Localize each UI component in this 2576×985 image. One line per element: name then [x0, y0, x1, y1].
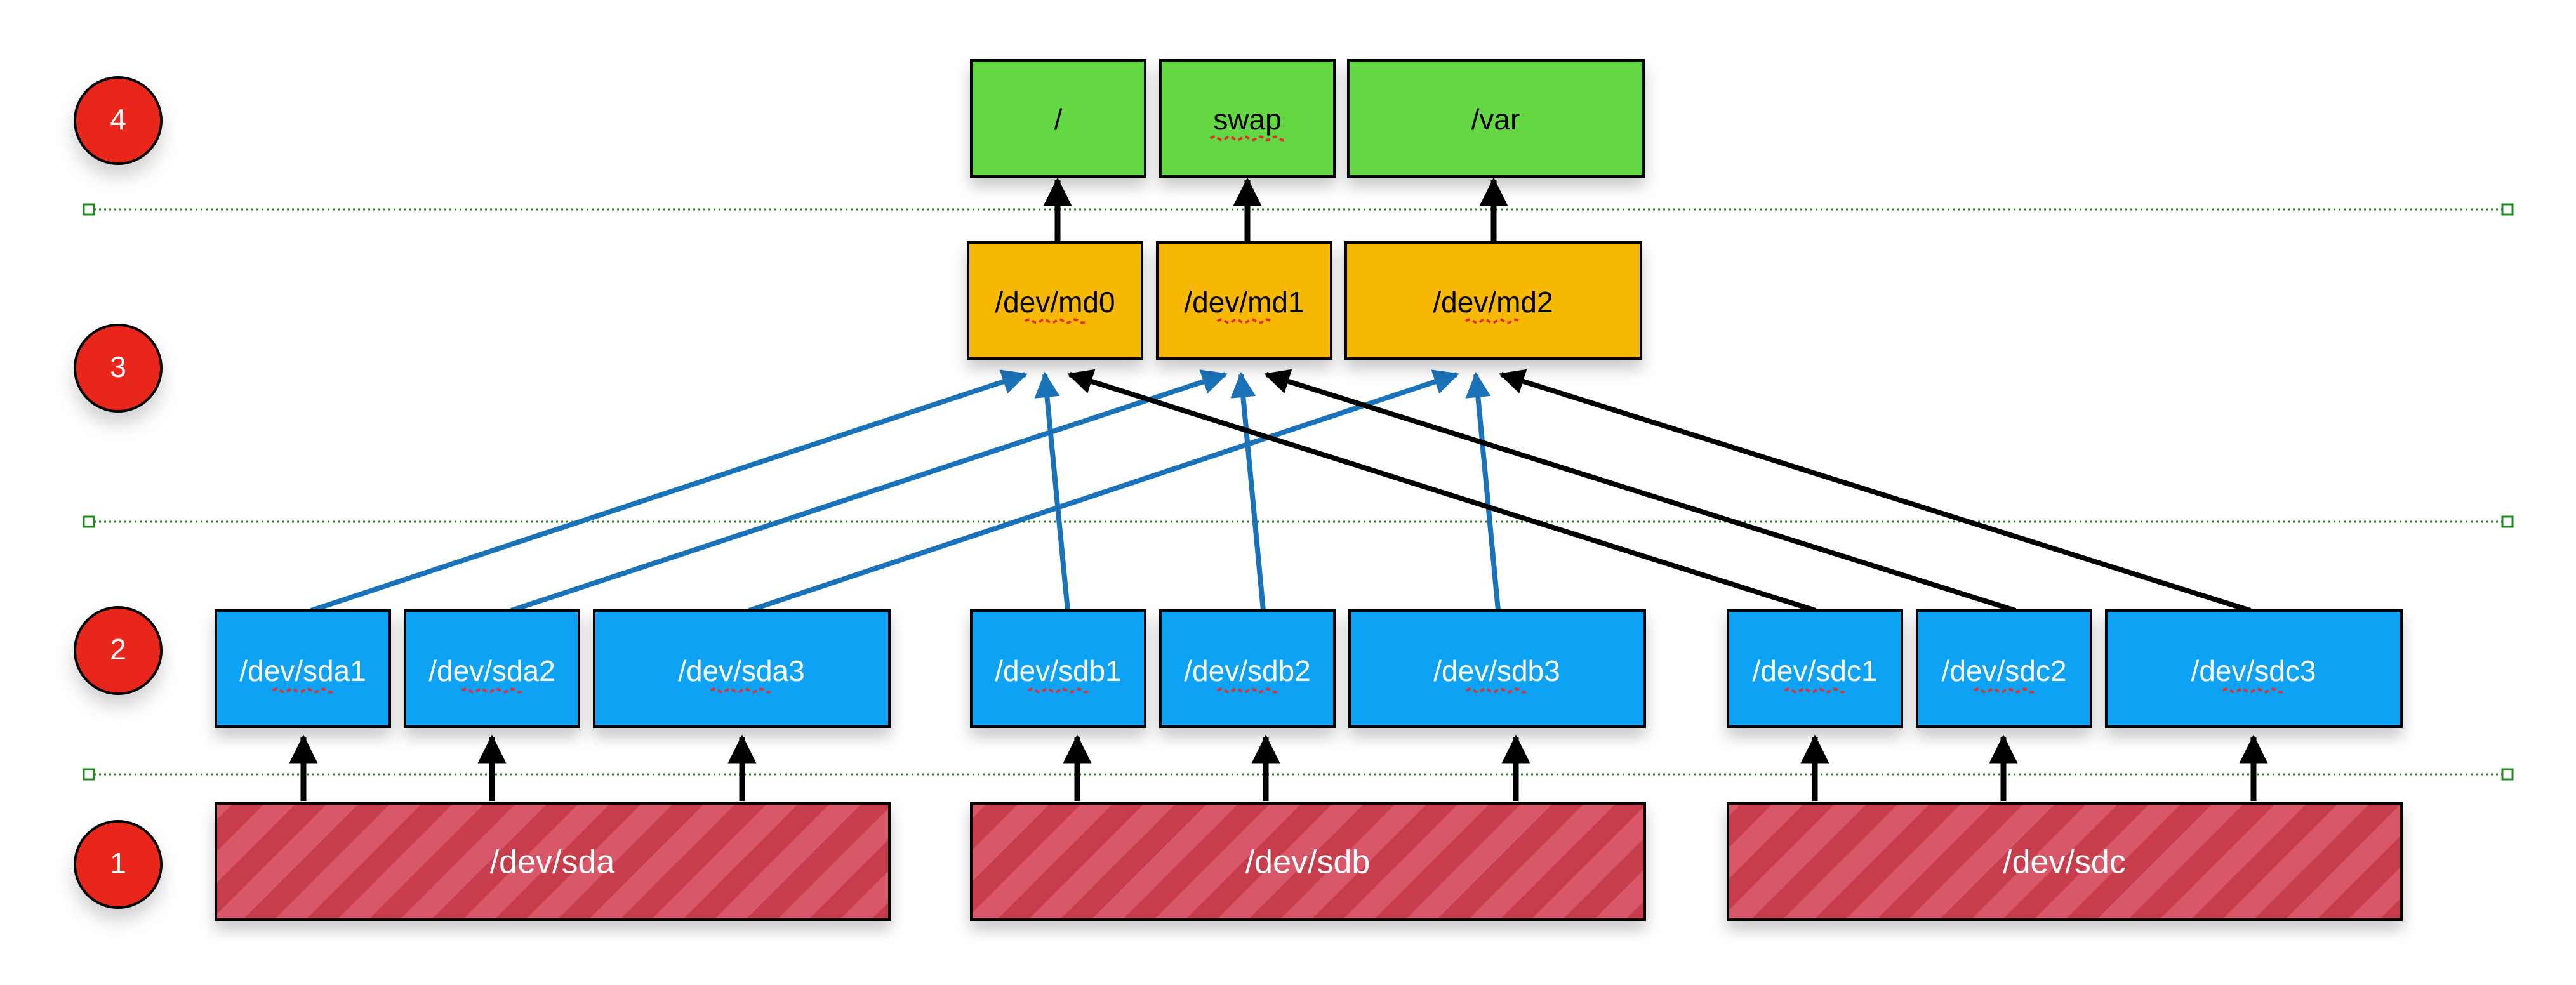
disk-sda[interactable]: /dev/sda [215, 802, 891, 921]
arrow-sda1-md0 [310, 369, 1028, 613]
spellcheck-underline [1216, 687, 1280, 694]
filesystem-swap[interactable]: swap [1159, 59, 1336, 178]
spellcheck-underline [1216, 318, 1272, 324]
spellcheck-underline [1973, 687, 2036, 694]
partition-sdb2[interactable]: /dev/sdb2 [1159, 609, 1336, 728]
filesystem-label: /var [1471, 103, 1520, 136]
level-badge-1: 1 [74, 820, 163, 909]
partition-label: /dev/sdc3 [2191, 654, 2316, 687]
partition-layer: /dev/sda1 /dev/sda2 /dev/sda3 /dev/sdb1 … [215, 609, 2403, 728]
filesystem-layer: / swap /var [970, 59, 1645, 178]
partition-sdb1[interactable]: /dev/sdb1 [970, 609, 1146, 728]
level-badge-label: 2 [110, 633, 126, 666]
level-badge-2: 2 [74, 606, 163, 695]
filesystem-label: swap [1213, 103, 1281, 136]
spellcheck-underline [1024, 318, 1087, 324]
partition-to-raid-arrows [310, 369, 2252, 613]
partition-label: /dev/sdb1 [995, 654, 1121, 687]
spellcheck-underline [1465, 687, 1529, 694]
disk-sdb[interactable]: /dev/sdb [970, 802, 1646, 921]
arrow-sdc2-md1 [1264, 369, 2017, 613]
partition-label: /dev/sda1 [239, 654, 366, 687]
separator-2-1 [83, 768, 2514, 781]
spellcheck-underline [1027, 687, 1091, 694]
level-badge-label: 4 [110, 103, 126, 136]
partition-label: /dev/sda2 [428, 654, 555, 687]
partition-sdc1[interactable]: /dev/sdc1 [1727, 609, 1903, 728]
partition-label: /dev/sdb2 [1184, 654, 1310, 687]
disk-sdc[interactable]: /dev/sdc [1727, 802, 2403, 921]
partition-sda3[interactable]: /dev/sda3 [593, 609, 891, 728]
level-badge-label: 1 [110, 847, 126, 880]
arrow-sdb1-md0 [1034, 372, 1070, 611]
spellcheck-underline [1784, 687, 1847, 694]
arrow-sdc1-md0 [1067, 369, 1817, 613]
level-badge-3: 3 [74, 324, 163, 413]
partition-label: /dev/sdc1 [1753, 654, 1878, 687]
raid-layer: /dev/md0 /dev/md1 /dev/md2 [967, 241, 1642, 360]
raid-device-md0[interactable]: /dev/md0 [967, 241, 1143, 360]
arrow-sdb2-md1 [1230, 372, 1266, 611]
arrow-sdc3-md2 [1499, 369, 2252, 613]
disk-to-partition-arrows [289, 734, 2268, 801]
disk-label: /dev/sda [490, 844, 615, 881]
filesystem-var[interactable]: /var [1347, 59, 1645, 178]
partition-label: /dev/sdb3 [1433, 654, 1560, 687]
partition-label: /dev/sdc2 [1942, 654, 2067, 687]
raid-to-filesystem-arrows [1043, 177, 1508, 242]
arrow-sdb3-md2 [1465, 372, 1501, 611]
spellcheck-underline [2222, 687, 2285, 694]
separator-4-3 [83, 203, 2514, 216]
separator-3-2 [83, 515, 2514, 528]
raid-device-md1[interactable]: /dev/md1 [1156, 241, 1332, 360]
filesystem-label: / [1054, 103, 1063, 136]
spellcheck-underline [710, 687, 773, 694]
spellcheck-underline [1464, 318, 1520, 324]
raid-device-label: /dev/md1 [1184, 286, 1304, 319]
partition-sdb3[interactable]: /dev/sdb3 [1348, 609, 1646, 728]
partition-label: /dev/sda3 [678, 654, 804, 687]
filesystem-root[interactable]: / [970, 59, 1146, 178]
spellcheck-underline [461, 687, 524, 694]
spellcheck-underline [1209, 135, 1288, 142]
disk-layer: /dev/sda /dev/sdb /dev/sdc [215, 802, 2403, 921]
raid-device-label: /dev/md2 [1433, 286, 1553, 319]
partition-sdc2[interactable]: /dev/sdc2 [1916, 609, 2092, 728]
level-badges: 4 3 2 1 [74, 76, 163, 909]
partition-sda1[interactable]: /dev/sda1 [215, 609, 391, 728]
raid-device-md2[interactable]: /dev/md2 [1344, 241, 1642, 360]
spellcheck-underline [272, 687, 335, 694]
disk-label: /dev/sdc [2003, 844, 2126, 881]
partition-sda2[interactable]: /dev/sda2 [404, 609, 580, 728]
partition-sdc3[interactable]: /dev/sdc3 [2105, 609, 2403, 728]
level-badge-label: 3 [110, 350, 126, 383]
arrow-sda2-md1 [510, 369, 1228, 613]
disk-label: /dev/sdb [1245, 844, 1371, 881]
raid-device-label: /dev/md0 [995, 286, 1115, 319]
level-badge-4: 4 [74, 76, 163, 165]
arrow-sda3-md2 [748, 369, 1459, 613]
